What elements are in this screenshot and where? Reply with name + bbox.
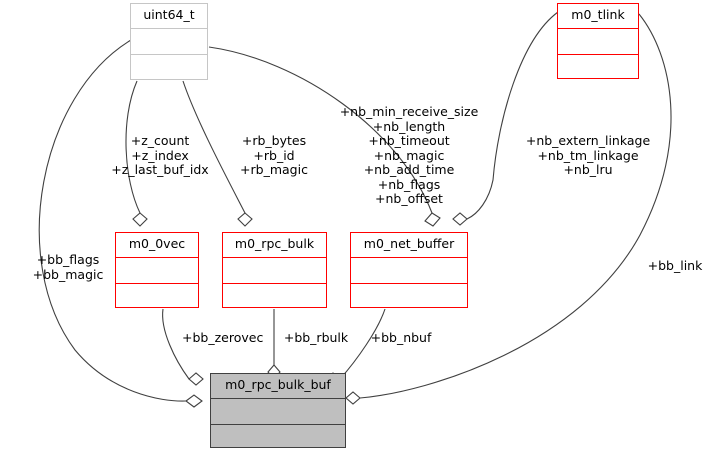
edge-bb-zerovec [162, 308, 190, 380]
class-node-uint64-t[interactable]: uint64_t [130, 3, 208, 80]
edge-label-bb-nbuf: +bb_nbuf [370, 330, 432, 345]
diamond-z-count [132, 212, 148, 227]
class-node-m0-tlink[interactable]: m0_tlink [557, 3, 639, 79]
operations-compartment [211, 423, 345, 450]
edge-nb-fields [208, 46, 433, 214]
diamond-rb-bytes [237, 212, 253, 227]
attributes-compartment [211, 397, 345, 424]
class-name-m0-net-buffer: m0_net_buffer [363, 236, 455, 251]
edge-bb-nbuf [339, 308, 386, 380]
diamond-nb-linkage [452, 212, 468, 226]
class-name-m0-rpc-bulk: m0_rpc_bulk [234, 236, 315, 251]
attributes-compartment [351, 256, 467, 283]
diamond-bb-link [345, 391, 361, 405]
attributes-compartment [116, 256, 198, 283]
class-node-m0-rpc-bulk[interactable]: m0_rpc_bulk [222, 232, 327, 308]
edge-nb-linkage [466, 11, 559, 220]
edge-label-bb-zerovec: +bb_zerovec [182, 330, 264, 345]
edge-rb-bytes [182, 80, 246, 214]
edge-label-rb-bytes: +rb_bytes +rb_id +rb_magic [240, 133, 308, 177]
operations-compartment [131, 53, 207, 80]
class-name-m0-0vec: m0_0vec [128, 236, 186, 251]
edge-bb-flags [38, 39, 187, 402]
class-node-m0-rpc-bulk-buf[interactable]: m0_rpc_bulk_buf [210, 373, 346, 448]
edge-z-count [125, 80, 141, 214]
edge-label-bb-flags: +bb_flags +bb_magic [32, 252, 104, 282]
edge-label-z-count: +z_count +z_index +z_last_buf_idx [111, 133, 209, 177]
class-name-m0-tlink: m0_tlink [571, 7, 625, 22]
operations-compartment [351, 282, 467, 309]
operations-compartment [558, 53, 638, 80]
class-node-m0-net-buffer[interactable]: m0_net_buffer [350, 232, 468, 308]
edge-label-nb-linkage: +nb_extern_linkage +nb_tm_linkage +nb_lr… [525, 133, 651, 177]
class-node-m0-0vec[interactable]: m0_0vec [115, 232, 199, 308]
edge-label-nb-fields: +nb_min_receive_size +nb_length +nb_time… [339, 104, 479, 206]
class-name-uint64-t: uint64_t [143, 7, 195, 22]
diamond-bb-flags [185, 394, 203, 408]
attributes-compartment [223, 256, 326, 283]
diamond-nb-fields [424, 212, 441, 227]
diamond-bb-zerovec [188, 372, 204, 386]
attributes-compartment [131, 27, 207, 54]
operations-compartment [116, 282, 198, 309]
edge-bb-link [359, 13, 672, 399]
edge-label-bb-link: +bb_link [647, 258, 703, 273]
class-name-m0-rpc-bulk-buf: m0_rpc_bulk_buf [225, 377, 331, 392]
attributes-compartment [558, 27, 638, 54]
edge-label-bb-rbulk: +bb_rbulk [283, 330, 349, 345]
operations-compartment [223, 282, 326, 309]
